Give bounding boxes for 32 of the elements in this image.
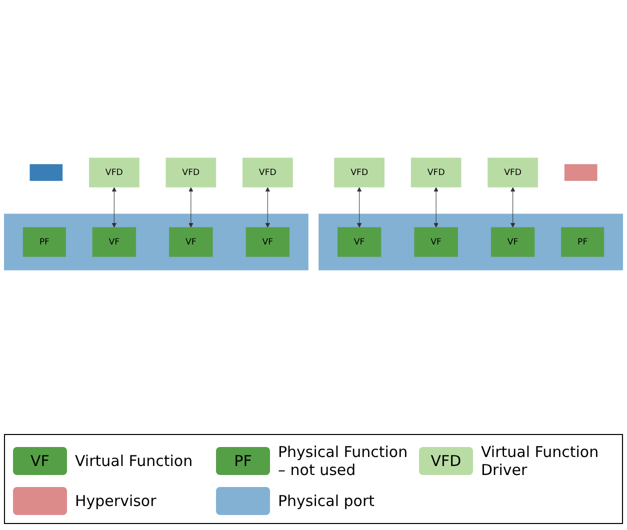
arrow [265, 187, 270, 228]
arrow [112, 187, 117, 228]
cluster [318, 214, 623, 270]
node-box [564, 164, 598, 181]
node-box: VFD [166, 158, 216, 188]
node-box: VF [414, 227, 458, 257]
node-box: VFD [488, 158, 538, 188]
arrow [510, 187, 516, 228]
node-box [30, 164, 63, 181]
arrow [434, 187, 438, 228]
legend-text: Physical port [278, 492, 375, 510]
legend-swatch-label: PF [216, 447, 270, 475]
arrow [356, 187, 362, 228]
node-box: VFD [334, 158, 384, 188]
node-box: VF [490, 227, 535, 257]
legend-text: Hypervisor [75, 492, 156, 510]
legend-text: Physical Function – not used [278, 443, 409, 479]
legend-swatch-label: VFD [419, 447, 473, 475]
node-box: VFD [89, 158, 140, 188]
arrow [188, 187, 194, 228]
node-box: VFD [242, 158, 293, 188]
node-box: VF [92, 227, 136, 257]
node-box: PF [561, 227, 604, 257]
node-box: VF [337, 227, 382, 257]
legend-text: Virtual Function [75, 452, 193, 470]
legend-swatch-label: VF [13, 447, 67, 475]
node-box: PF [22, 227, 66, 257]
node-box: VF [246, 227, 290, 257]
legend-text: Virtual Function Driver [481, 443, 600, 479]
node-box: VFD [410, 158, 462, 188]
cluster [4, 214, 308, 270]
node-box: VF [169, 227, 213, 257]
